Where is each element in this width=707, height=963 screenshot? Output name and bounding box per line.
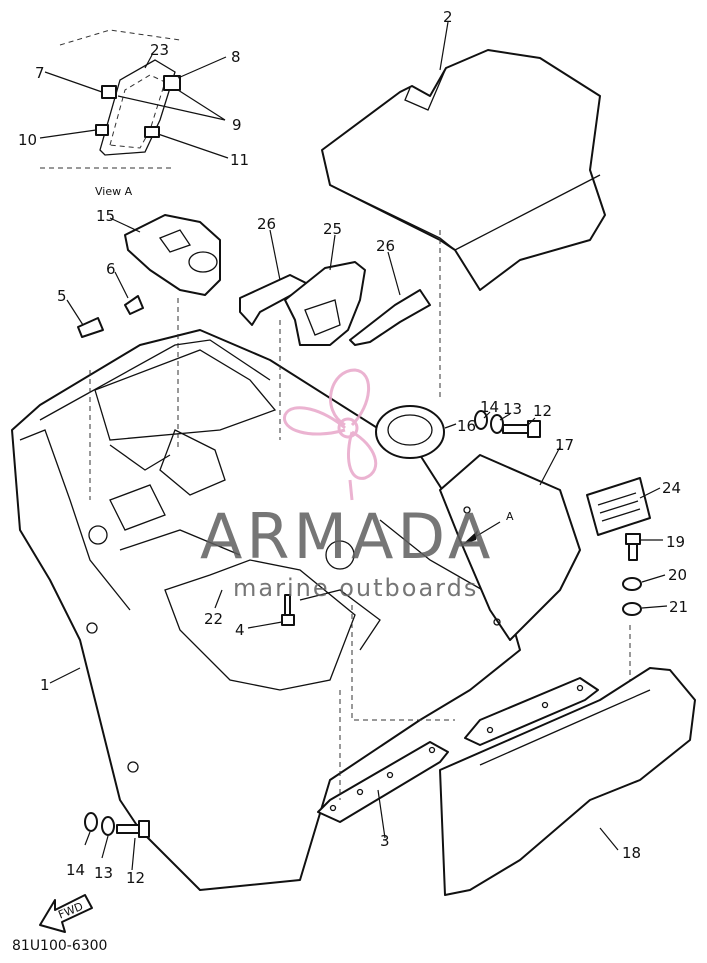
part-14-washer-upper[interactable]: [474, 410, 488, 430]
forward-arrow: FWD: [39, 894, 93, 933]
part-20-washer[interactable]: [622, 577, 642, 591]
part-13-washer-upper[interactable]: [490, 414, 504, 434]
drawing-code: 81U100-6300: [12, 938, 107, 954]
callout-9: 9: [232, 116, 242, 134]
part-14-washer-lower[interactable]: [84, 812, 98, 832]
callout-12-upper: 12: [533, 402, 552, 420]
part-24-label-plate[interactable]: [586, 477, 651, 536]
callout-20: 20: [668, 566, 687, 584]
callout-18: 18: [622, 844, 641, 862]
part-26-right-pad[interactable]: [349, 289, 431, 346]
callout-5: 5: [57, 287, 67, 305]
part-17-side-panel[interactable]: [439, 454, 581, 641]
watermark: ARMADA marine outboards: [200, 368, 494, 602]
part-2-seat-lid[interactable]: [321, 49, 606, 291]
part-7-clip[interactable]: [101, 85, 117, 99]
callout-7: 7: [35, 64, 45, 82]
callout-22: 22: [204, 610, 223, 628]
callout-24: 24: [662, 479, 681, 497]
part-4-screw[interactable]: [281, 594, 295, 626]
callout-25: 25: [323, 220, 342, 238]
view-a-arrow-label: A: [506, 510, 514, 523]
callout-14-lower: 14: [66, 861, 85, 879]
part-21-washer[interactable]: [622, 602, 642, 616]
callout-26-right: 26: [376, 237, 395, 255]
callout-15: 15: [96, 207, 115, 225]
part-18-rear-panel[interactable]: [439, 667, 696, 896]
callout-3: 3: [380, 832, 390, 850]
view-a-arrow: A: [462, 510, 514, 545]
callout-12-lower: 12: [126, 869, 145, 887]
part-10-clip[interactable]: [95, 124, 109, 136]
part-6-clip[interactable]: [124, 295, 144, 315]
part-1-console-body[interactable]: [11, 329, 521, 891]
callout-19: 19: [666, 533, 685, 551]
callout-11: 11: [230, 151, 249, 169]
part-12-bolt-lower[interactable]: [116, 820, 150, 838]
callout-23: 23: [150, 41, 169, 59]
callout-4: 4: [235, 621, 245, 639]
callout-6: 6: [106, 260, 116, 278]
callout-16: 16: [457, 417, 476, 435]
view-a-label: View A: [95, 185, 133, 198]
callout-26-left: 26: [257, 215, 276, 233]
watermark-title: ARMADA: [200, 500, 494, 573]
callout-14-upper: 14: [480, 398, 499, 416]
part-11-clip[interactable]: [144, 126, 160, 138]
part-19-bolt[interactable]: [625, 533, 641, 561]
part-5-clip[interactable]: [77, 317, 104, 338]
part-3-bracket[interactable]: [317, 677, 599, 823]
part-13-washer-lower[interactable]: [101, 816, 115, 836]
callout-13-lower: 13: [94, 864, 113, 882]
view-a-inset: View A: [39, 29, 229, 198]
callout-21: 21: [669, 598, 688, 616]
callout-13-upper: 13: [503, 400, 522, 418]
part-25-bracket[interactable]: [284, 261, 366, 346]
callout-10: 10: [18, 131, 37, 149]
part-16-grommet[interactable]: [375, 405, 445, 459]
callout-8: 8: [231, 48, 241, 66]
callout-1: 1: [40, 676, 50, 694]
part-8-clip[interactable]: [163, 75, 181, 91]
propeller-logo-icon: [283, 368, 378, 501]
part-15-cup-holder[interactable]: [124, 214, 221, 296]
part-12-bolt-upper[interactable]: [502, 420, 541, 438]
part-26-left-pad[interactable]: [239, 274, 311, 326]
callout-17: 17: [555, 436, 574, 454]
callout-2: 2: [443, 8, 453, 26]
watermark-subtitle: marine outboards: [233, 574, 478, 602]
